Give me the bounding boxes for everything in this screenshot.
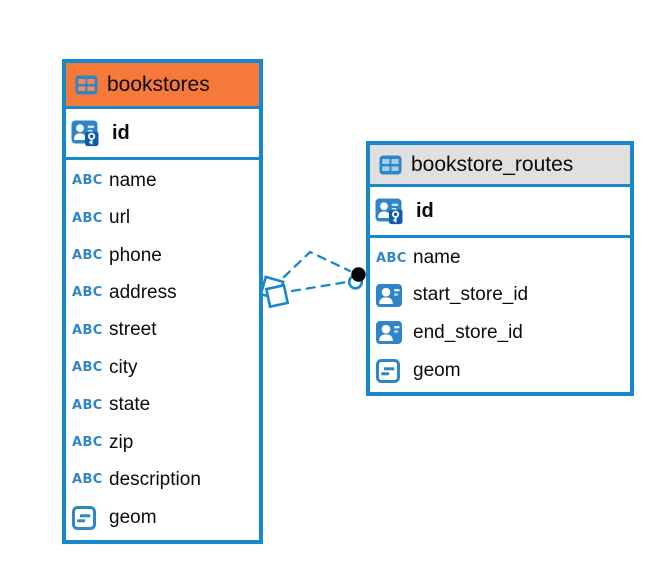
- column-bookstores-phone[interactable]: ABC phone: [66, 237, 259, 274]
- column-name: start_store_id: [413, 284, 529, 306]
- varchar-abc-icon: ABC: [72, 173, 103, 189]
- column-name: end_store_id: [413, 321, 523, 343]
- varchar-abc-icon: ABC: [376, 250, 407, 266]
- column-name: geom: [109, 507, 157, 529]
- column-bookstores-url[interactable]: ABC url: [66, 199, 259, 236]
- person-ref-icon: [376, 321, 413, 345]
- column-name: street: [109, 319, 157, 341]
- primary-key-name: id: [416, 199, 434, 222]
- table-title: bookstores: [107, 72, 210, 96]
- squares-marker[interactable]: [259, 275, 290, 309]
- primary-key-person-icon: [71, 120, 105, 147]
- entity-bookstores[interactable]: bookstores id ABC name ABC url: [62, 59, 263, 544]
- column-bookstores-state[interactable]: ABC state: [66, 386, 259, 423]
- table-icon: [75, 75, 98, 95]
- entity-header-bookstores[interactable]: bookstores: [66, 63, 259, 109]
- column-routes-start-store-id[interactable]: start_store_id: [370, 277, 630, 315]
- varchar-abc-icon: ABC: [72, 285, 103, 301]
- varchar-abc-icon: ABC: [72, 248, 103, 264]
- column-routes-geom[interactable]: geom: [370, 352, 630, 391]
- varchar-abc-icon: ABC: [72, 322, 103, 338]
- column-bookstores-geom[interactable]: geom: [66, 499, 259, 538]
- column-list: ABC name start_store_id: [370, 238, 630, 392]
- column-name: description: [109, 468, 201, 490]
- column-routes-id[interactable]: id: [370, 187, 630, 238]
- varchar-abc-icon: ABC: [72, 435, 103, 451]
- column-name: name: [109, 169, 157, 191]
- column-name: url: [109, 207, 131, 229]
- varchar-abc-icon: ABC: [72, 360, 103, 376]
- column-routes-end-store-id[interactable]: end_store_id: [370, 314, 630, 352]
- relationship-line-lower[interactable]: [290, 280, 349, 293]
- column-name: state: [109, 394, 151, 416]
- table-title: bookstore_routes: [411, 152, 574, 176]
- geometry-icon: [72, 506, 109, 531]
- column-bookstores-description[interactable]: ABC description: [66, 461, 259, 498]
- column-bookstores-city[interactable]: ABC city: [66, 349, 259, 386]
- column-bookstores-zip[interactable]: ABC zip: [66, 424, 259, 461]
- entity-bookstore-routes[interactable]: bookstore_routes id ABC name: [366, 141, 634, 396]
- primary-key-name: id: [112, 121, 130, 144]
- column-bookstores-address[interactable]: ABC address: [66, 274, 259, 311]
- varchar-abc-icon: ABC: [72, 397, 103, 413]
- varchar-abc-icon: ABC: [72, 210, 103, 226]
- column-bookstores-street[interactable]: ABC street: [66, 312, 259, 349]
- column-bookstores-id[interactable]: id: [66, 109, 259, 160]
- column-name: city: [109, 356, 138, 378]
- person-ref-icon: [376, 283, 413, 307]
- column-name: geom: [413, 359, 461, 381]
- entity-header-bookstore-routes[interactable]: bookstore_routes: [370, 145, 630, 187]
- primary-key-person-icon: [375, 198, 409, 225]
- column-name: name: [413, 247, 461, 269]
- column-bookstores-name[interactable]: ABC name: [66, 162, 259, 199]
- column-list: ABC name ABC url ABC phone ABC address A…: [66, 160, 259, 540]
- table-icon: [379, 155, 402, 175]
- column-routes-name[interactable]: ABC name: [370, 240, 630, 277]
- column-name: address: [109, 281, 177, 303]
- varchar-abc-icon: ABC: [72, 472, 103, 488]
- geometry-icon: [376, 358, 413, 383]
- column-name: zip: [109, 431, 134, 453]
- column-name: phone: [109, 244, 162, 266]
- relationship-line-upper[interactable]: [282, 250, 352, 279]
- dot-marker[interactable]: [347, 267, 366, 290]
